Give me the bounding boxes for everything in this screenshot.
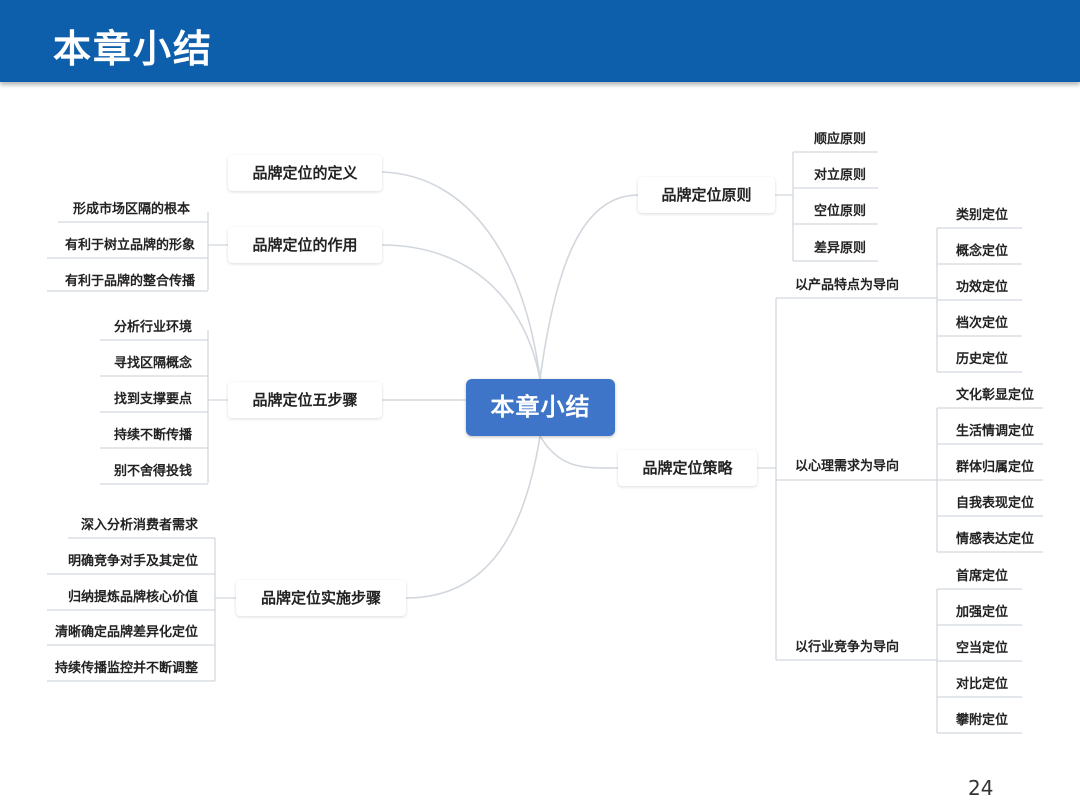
connector-role [381,244,541,380]
slide-header: 本章小结 [0,0,1080,82]
connector-definition [381,171,541,380]
impl-leaf-2: 明确竞争对手及其定位 [67,554,198,569]
competition-leaf-3: 空当定位 [956,641,1009,656]
impl-leaf-4: 清晰确定品牌差异化定位 [54,625,198,640]
connector-principles [539,194,639,380]
step-leaf-4: 持续不断传播 [113,428,192,443]
impl-leaf-3: 归纳提炼品牌核心价值 [67,590,198,605]
psychology-leaf-1: 文化彰显定位 [956,388,1035,403]
product-leaf-3: 功效定位 [956,280,1009,295]
impl-leaf-5: 持续传播监控并不断调整 [54,661,198,676]
branch-definition[interactable]: 品牌定位的定义 [228,155,382,191]
principle-leaf-1: 顺应原则 [814,132,867,147]
strategy-group-product: 以产品特点为导向 [795,278,900,293]
branch-implementation[interactable]: 品牌定位实施步骤 [236,580,406,616]
slide-title: 本章小结 [53,27,214,71]
strategy-group-competition: 以行业竞争为导向 [795,640,900,655]
psychology-leaf-3: 群体归属定位 [956,460,1035,475]
impl-leaf-1: 深入分析消费者需求 [80,518,198,533]
principle-leaf-3: 空位原则 [814,204,867,219]
principle-leaf-4: 差异原则 [814,241,867,256]
product-leaf-1: 类别定位 [956,208,1009,223]
product-leaf-4: 档次定位 [956,316,1009,331]
step-leaf-3: 找到支撑要点 [113,392,192,407]
step-leaf-5: 别不舍得投钱 [113,464,192,479]
branch-role[interactable]: 品牌定位的作用 [228,227,382,263]
role-leaf-3: 有利于品牌的整合传播 [64,274,195,289]
psychology-leaf-2: 生活情调定位 [956,424,1035,439]
competition-leaf-2: 加强定位 [956,605,1009,620]
connector-implementation [405,435,541,599]
competition-leaf-4: 对比定位 [956,677,1009,692]
psychology-leaf-5: 情感表达定位 [956,532,1035,547]
central-topic[interactable]: 本章小结 [466,379,615,436]
branch-five-steps[interactable]: 品牌定位五步骤 [228,382,382,418]
product-leaf-5: 历史定位 [956,352,1009,367]
page-number: 24 [968,776,994,800]
connector-strategy [539,435,619,469]
branch-strategy[interactable]: 品牌定位策略 [618,450,757,486]
psychology-leaf-4: 自我表现定位 [956,496,1035,511]
competition-leaf-5: 攀附定位 [956,713,1009,728]
competition-leaf-1: 首席定位 [956,569,1009,584]
step-leaf-2: 寻找区隔概念 [113,356,192,371]
role-leaf-2: 有利于树立品牌的形象 [64,238,195,253]
step-leaf-1: 分析行业环境 [113,320,192,335]
role-leaf-1: 形成市场区隔的根本 [72,202,190,217]
product-leaf-2: 概念定位 [956,244,1009,259]
principle-leaf-2: 对立原则 [814,168,867,183]
branch-principles[interactable]: 品牌定位原则 [638,177,775,213]
strategy-group-psychology: 以心理需求为导向 [795,459,900,474]
